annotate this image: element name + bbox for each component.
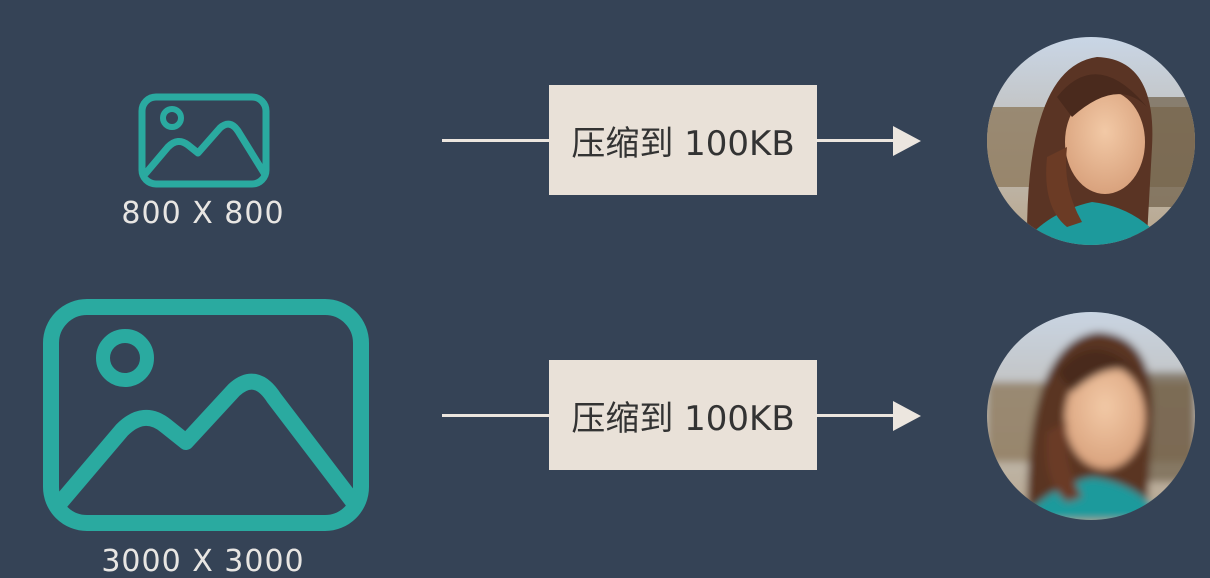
arrow-line-right-2 (816, 414, 896, 417)
arrow-line-left-1 (442, 139, 550, 142)
compress-box-1: 压缩到 100KB (549, 85, 817, 195)
arrow-head-2 (893, 401, 921, 431)
avatar-blurry (987, 312, 1195, 520)
small-image-icon (138, 93, 270, 188)
arrow-line-left-2 (442, 414, 550, 417)
arrow-line-right-1 (816, 139, 896, 142)
arrow-head-1 (893, 126, 921, 156)
large-size-label: 3000 X 3000 (101, 544, 305, 578)
avatar-sharp (987, 37, 1195, 245)
large-image-icon (43, 299, 369, 531)
compress-box-2: 压缩到 100KB (549, 360, 817, 470)
small-size-label: 800 X 800 (121, 196, 285, 231)
